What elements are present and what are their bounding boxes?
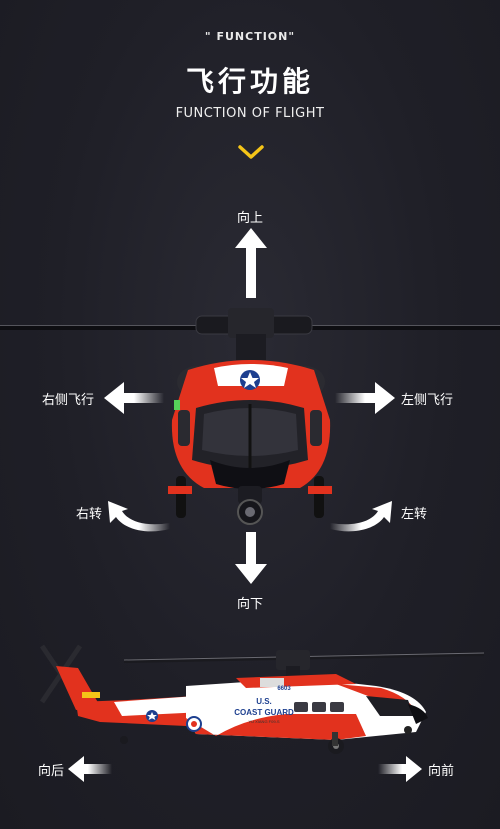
turn-right-arrow-icon <box>108 501 170 532</box>
label-turn-left: 左转 <box>401 507 428 522</box>
arrow-backward-icon <box>68 756 112 782</box>
section-eyebrow: " FUNCTION" <box>204 30 296 43</box>
turn-left-arrow-icon <box>330 501 392 532</box>
side-text-us: U.S. <box>256 697 272 706</box>
label-backward: 向后 <box>38 764 65 779</box>
side-text-coast-guard: COAST GUARD <box>234 708 294 717</box>
arrow-left-icon <box>104 382 164 414</box>
side-text-number: 6603 <box>277 686 291 692</box>
label-forward: 向前 <box>428 764 455 779</box>
arrow-up-icon <box>235 228 267 298</box>
helicopter-front-view <box>0 308 500 525</box>
helicopter-side-view: U.S. COAST GUARD YU XIANG F09-S 6603 <box>39 644 485 754</box>
arrow-down-icon <box>235 532 267 584</box>
label-down: 向下 <box>237 597 264 612</box>
label-turn-right: 右转 <box>76 507 103 522</box>
side-text-model: YU XIANG F09-S <box>248 719 279 724</box>
page-title: 飞行功能 <box>185 65 314 98</box>
label-up: 向上 <box>237 211 264 226</box>
page-subtitle: FUNCTION OF FLIGHT <box>175 106 325 121</box>
arrow-right-icon <box>335 382 395 414</box>
chevron-down-icon <box>238 145 264 159</box>
label-fly-left: 左侧飞行 <box>401 393 454 408</box>
label-fly-right: 右侧飞行 <box>42 393 95 408</box>
arrow-forward-icon <box>378 756 422 782</box>
